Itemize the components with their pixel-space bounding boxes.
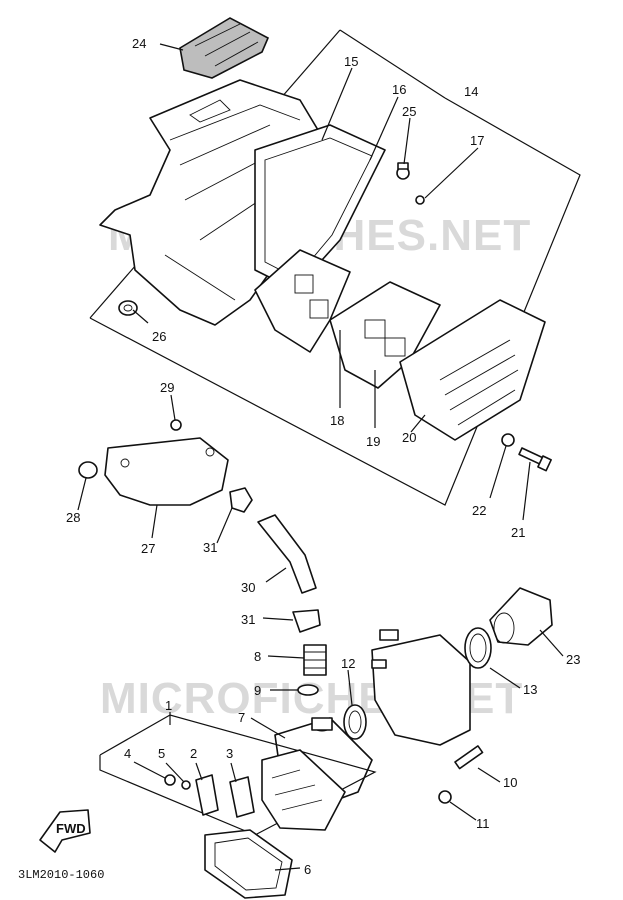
part-6-gasket bbox=[204, 829, 293, 899]
part-4-screw bbox=[164, 774, 176, 786]
part-20-cover bbox=[399, 299, 546, 441]
part-29-screw bbox=[170, 419, 182, 431]
part-26-grommet bbox=[118, 300, 138, 316]
part-21-bolt bbox=[518, 447, 552, 472]
callout-26: 26 bbox=[152, 329, 166, 344]
part-30-hose bbox=[257, 514, 317, 594]
part-27-case bbox=[104, 437, 229, 506]
part-22-washer bbox=[501, 433, 515, 447]
reed-valve-body bbox=[261, 749, 346, 831]
callout-5: 5 bbox=[158, 746, 165, 761]
callout-6: 6 bbox=[304, 862, 311, 877]
fwd-arrow-icon: FWD bbox=[39, 809, 91, 853]
callout-15: 15 bbox=[344, 54, 358, 69]
callout-20: 20 bbox=[402, 430, 416, 445]
callout-numbers: 24 15 16 14 25 17 26 18 19 20 22 21 29 2… bbox=[66, 36, 580, 877]
part-28-grommet bbox=[78, 461, 98, 479]
callout-7: 7 bbox=[238, 710, 245, 725]
callout-3: 3 bbox=[226, 746, 233, 761]
part-23-joint bbox=[489, 587, 553, 646]
part-9-clip bbox=[297, 684, 319, 696]
part-31-clamp-bottom bbox=[292, 609, 321, 633]
leader-lines bbox=[77, 43, 564, 871]
callout-28: 28 bbox=[66, 510, 80, 525]
callout-2: 2 bbox=[190, 746, 197, 761]
callout-27: 27 bbox=[141, 541, 155, 556]
part-13-clamp bbox=[464, 627, 492, 669]
part-25-screw bbox=[396, 162, 410, 180]
diagram-code: 3LM2010-1060 bbox=[18, 868, 104, 882]
callout-19: 19 bbox=[366, 434, 380, 449]
callout-11: 11 bbox=[476, 816, 490, 831]
callout-18: 18 bbox=[330, 413, 344, 428]
callout-29: 29 bbox=[160, 380, 174, 395]
part-10-bolt bbox=[454, 745, 484, 770]
callout-1: 1 bbox=[165, 698, 172, 713]
callout-22: 22 bbox=[472, 503, 486, 518]
part-15-16-cover bbox=[254, 124, 386, 291]
callout-17: 17 bbox=[470, 133, 484, 148]
part-5-washer bbox=[181, 780, 191, 790]
callout-23: 23 bbox=[566, 652, 580, 667]
part-31-clamp-top bbox=[229, 487, 253, 513]
callout-30: 30 bbox=[241, 580, 255, 595]
part-12-clamp bbox=[343, 704, 367, 740]
callout-31-bottom: 31 bbox=[241, 612, 255, 627]
callout-12: 12 bbox=[341, 656, 355, 671]
part-17-screw bbox=[415, 195, 425, 205]
callout-31-top: 31 bbox=[203, 540, 217, 555]
part-18-element bbox=[254, 249, 351, 353]
callout-9: 9 bbox=[254, 683, 261, 698]
callout-4: 4 bbox=[124, 746, 131, 761]
callout-16: 16 bbox=[392, 82, 406, 97]
callout-14: 14 bbox=[464, 84, 478, 99]
carburetor bbox=[371, 629, 471, 746]
callout-24: 24 bbox=[132, 36, 146, 51]
part-8-spring bbox=[303, 644, 327, 676]
callout-21: 21 bbox=[511, 525, 525, 540]
part-3-reed bbox=[229, 776, 255, 818]
part-11-washer bbox=[438, 790, 452, 804]
callout-8: 8 bbox=[254, 649, 261, 664]
part-24-joint bbox=[179, 17, 270, 79]
fwd-label: FWD bbox=[56, 821, 86, 836]
callout-10: 10 bbox=[503, 775, 517, 790]
callout-25: 25 bbox=[402, 104, 416, 119]
callout-13: 13 bbox=[523, 682, 537, 697]
assembly-14-outline-top bbox=[339, 29, 446, 99]
part-2-stopper bbox=[195, 774, 219, 816]
